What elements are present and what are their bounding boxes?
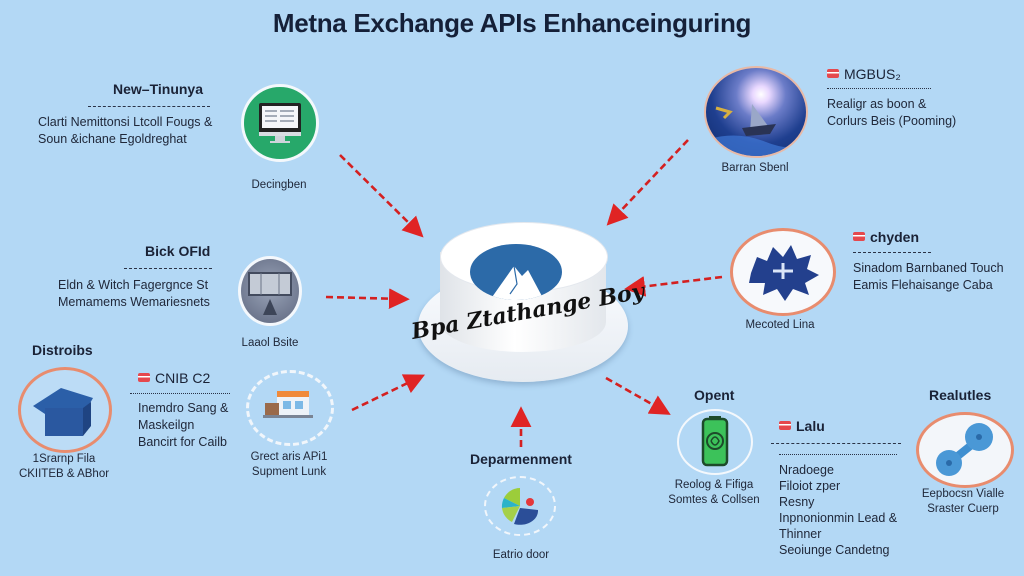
divider: [853, 252, 931, 253]
box-icon[interactable]: [18, 367, 112, 453]
node-description: Realigr as boon & Corlurs Beis (Pooming): [827, 97, 957, 128]
ship-photo-icon[interactable]: [704, 66, 808, 158]
node-heading: New–Tinunya: [113, 81, 203, 97]
node-heading: MGBUS₂: [827, 66, 901, 82]
mountain-logo-icon: [470, 244, 562, 300]
arrow-bottom-right: [605, 376, 671, 415]
diagram-title: Metna Exchange APIs Enhanceinguring: [272, 8, 752, 38]
node-caption: Barran Sbenl: [721, 162, 789, 174]
node-caption: Decingben: [251, 179, 307, 191]
flag-icon: [779, 421, 791, 430]
divider: [779, 454, 897, 455]
node-caption: Eepbocsn Vialle Sraster Cuerp: [921, 488, 1005, 515]
splash-icon[interactable]: [730, 228, 836, 316]
node-description: Inemdro Sang & Maskeilgn Bancirt for Cai…: [138, 401, 229, 449]
node-caption: Mecoted Lina: [745, 319, 815, 331]
arrow-top-left: [339, 154, 424, 238]
node-heading: CNIB C2: [138, 370, 210, 386]
flag-icon: [138, 373, 150, 382]
node-heading: Distroibs: [32, 342, 93, 358]
node-heading: Opent: [694, 387, 735, 403]
node-caption: Laaol Bsite: [241, 337, 299, 349]
node-heading: Realutles: [929, 387, 992, 403]
divider: [88, 106, 210, 107]
arrow-bottom-left: [351, 374, 426, 412]
node-description: Nradoege Filoiot zper Resny Inpnonionmin…: [779, 463, 898, 557]
node-caption: Eatrio door: [492, 549, 550, 561]
node-caption: Grect aris APi1 Supment Lunk: [250, 451, 328, 478]
node-heading: Lalu: [779, 418, 825, 434]
node-heading: Deparmenment: [470, 451, 572, 467]
connected-nodes-icon[interactable]: [916, 412, 1014, 488]
node-description: Eldn & Witch Fagergnce St Memamems Wemar…: [58, 278, 210, 309]
flag-icon: [827, 69, 839, 78]
node-description: Clarti Nemittonsi Ltcoll Fougs & Soun &i…: [38, 115, 213, 146]
pie-globe-icon[interactable]: [484, 476, 556, 536]
arrow-top-right: [606, 139, 689, 226]
node-caption: 1Srarnp Fila CKIITEB & ABhor: [18, 453, 110, 480]
storefront-icon[interactable]: [246, 370, 334, 446]
phone-icon[interactable]: [677, 409, 753, 475]
monitor-icon[interactable]: [241, 84, 319, 162]
arrow-mid-right: [624, 275, 723, 297]
divider: [771, 443, 901, 444]
arrow-mid-left: [325, 288, 410, 310]
node-description: Sinadom Barnbaned Touch Eamis Flehaisang…: [853, 261, 1004, 292]
divider: [124, 268, 212, 269]
node-heading: Bick OFId: [145, 243, 211, 259]
hub[interactable]: [418, 222, 628, 387]
divider: [130, 393, 230, 394]
node-caption: Reolog & Fifiga Somtes & Collsen: [668, 479, 760, 506]
node-heading: chyden: [853, 229, 919, 245]
divider: [827, 88, 931, 89]
building-photo-icon[interactable]: [238, 256, 302, 326]
flag-icon: [853, 232, 865, 241]
